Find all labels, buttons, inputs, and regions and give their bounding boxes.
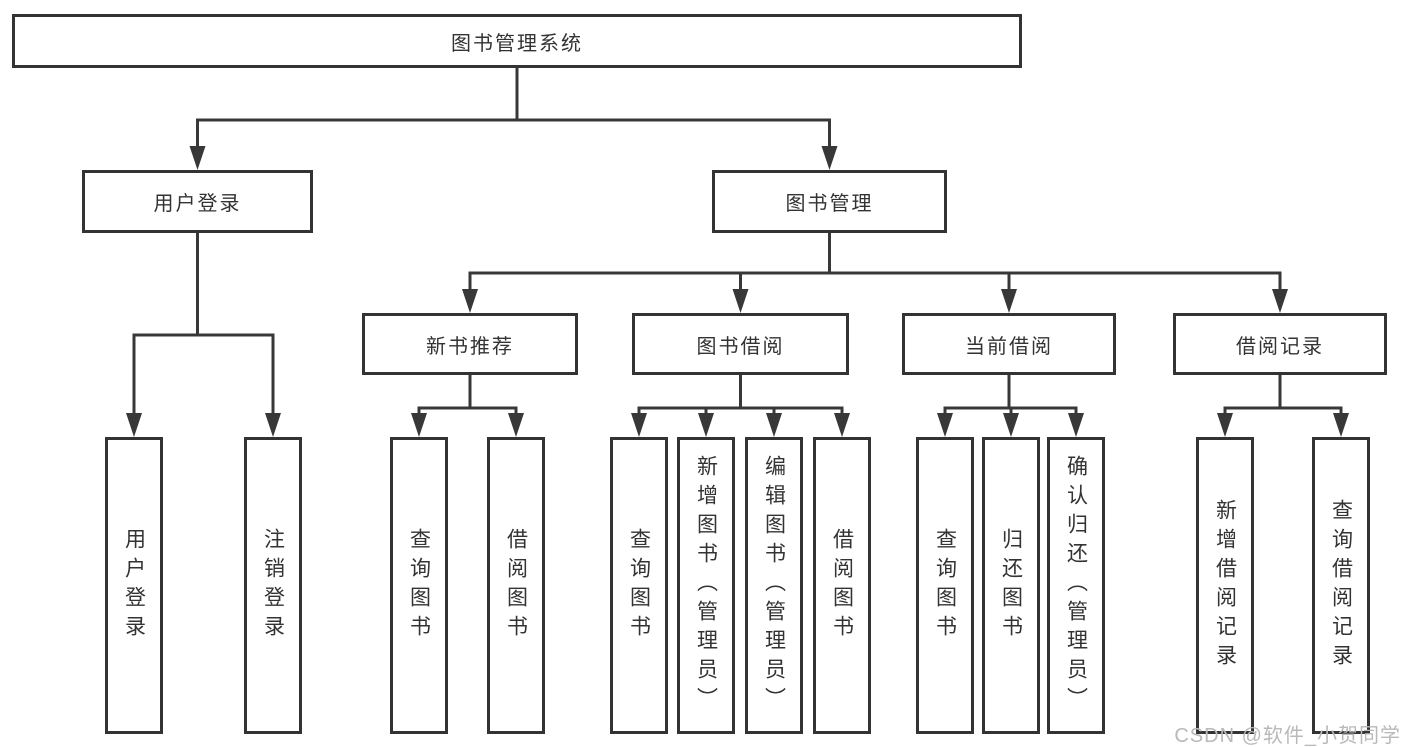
- node-borrow-record: 借阅记录: [1173, 313, 1387, 375]
- node-leaf-user-login: 用户登录: [105, 437, 163, 734]
- node-leaf-add-book: 新增图书（管理员）: [677, 437, 735, 734]
- node-label-book-borrow: 图书借阅: [696, 335, 785, 358]
- node-label-leaf-confirm-return: 确认归还（管理员）: [1064, 455, 1088, 716]
- arrowhead-icon: [508, 413, 524, 437]
- arrowhead-icon: [1217, 413, 1233, 437]
- node-leaf-query-borrow-record: 查询借阅记录: [1312, 437, 1370, 734]
- arrowhead-icon: [1272, 289, 1288, 313]
- node-leaf-confirm-return: 确认归还（管理员）: [1047, 437, 1105, 734]
- arrowhead-icon: [1003, 413, 1019, 437]
- arrowhead-icon: [126, 413, 142, 437]
- arrowhead-icon: [462, 289, 478, 313]
- node-leaf-borrow-book-borrow: 借阅图书: [813, 437, 871, 734]
- arrowhead-icon: [732, 289, 749, 313]
- arrowhead-icon: [698, 413, 714, 437]
- node-label-leaf-query-book-new: 查询图书: [407, 527, 431, 644]
- node-label-leaf-logout: 注销登录: [261, 527, 285, 644]
- node-label-leaf-query-book-borrow: 查询图书: [627, 527, 651, 644]
- node-new-book-rec: 新书推荐: [362, 313, 578, 375]
- arrowhead-icon: [1068, 413, 1084, 437]
- node-leaf-query-book-new: 查询图书: [390, 437, 448, 734]
- arrowhead-icon: [1333, 413, 1349, 437]
- node-label-leaf-add-borrow-record: 新增借阅记录: [1213, 498, 1237, 673]
- node-leaf-query-book-current: 查询图书: [916, 437, 974, 734]
- arrowhead-icon: [821, 146, 838, 170]
- node-label-leaf-user-login: 用户登录: [122, 527, 146, 644]
- arrowhead-icon: [834, 413, 850, 437]
- node-label-leaf-add-book: 新增图书（管理员）: [694, 455, 718, 716]
- node-label-leaf-borrow-book-borrow: 借阅图书: [830, 527, 854, 644]
- node-label-leaf-edit-book: 编辑图书（管理员）: [762, 455, 786, 716]
- node-label-user-login-group: 用户登录: [153, 193, 242, 215]
- node-label-book-mgmt: 图书管理: [785, 193, 874, 215]
- node-root: 图书管理系统: [12, 14, 1022, 68]
- node-leaf-edit-book: 编辑图书（管理员）: [745, 437, 803, 734]
- node-current-borrow: 当前借阅: [902, 313, 1116, 375]
- node-leaf-borrow-book-new: 借阅图书: [487, 437, 545, 734]
- watermark: CSDN @软件_小贺同学: [1174, 725, 1401, 747]
- arrowhead-icon: [766, 413, 782, 437]
- node-label-leaf-query-borrow-record: 查询借阅记录: [1329, 498, 1353, 673]
- node-label-root: 图书管理系统: [451, 32, 583, 55]
- node-label-new-book-rec: 新书推荐: [426, 335, 514, 358]
- node-leaf-logout: 注销登录: [244, 437, 302, 734]
- node-leaf-return-book: 归还图书: [982, 437, 1040, 734]
- arrowhead-icon: [937, 413, 953, 437]
- node-label-current-borrow: 当前借阅: [965, 335, 1053, 358]
- node-book-mgmt: 图书管理: [712, 170, 947, 233]
- node-label-leaf-borrow-book-new: 借阅图书: [504, 527, 528, 644]
- node-leaf-add-borrow-record: 新增借阅记录: [1196, 437, 1254, 734]
- arrowhead-icon: [265, 413, 281, 437]
- node-leaf-query-book-borrow: 查询图书: [610, 437, 668, 734]
- node-book-borrow: 图书借阅: [632, 313, 849, 375]
- arrowhead-icon: [189, 146, 206, 170]
- node-user-login-group: 用户登录: [82, 170, 313, 233]
- arrowhead-icon: [1001, 289, 1017, 313]
- arrowhead-icon: [411, 413, 427, 437]
- node-label-borrow-record: 借阅记录: [1236, 335, 1324, 358]
- node-label-leaf-query-book-current: 查询图书: [933, 527, 957, 644]
- arrowhead-icon: [631, 413, 647, 437]
- node-label-leaf-return-book: 归还图书: [999, 527, 1023, 644]
